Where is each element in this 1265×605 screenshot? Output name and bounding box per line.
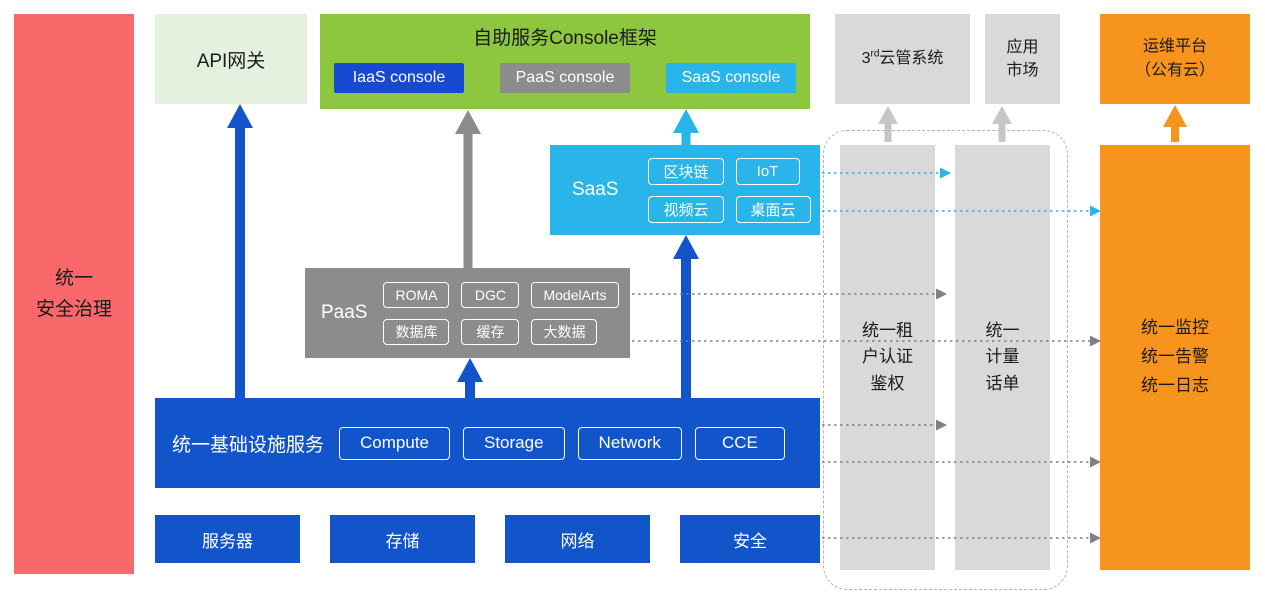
third-party-label-base: 3 <box>861 50 871 68</box>
console-framework-title: 自助服务Console框架 <box>473 28 657 49</box>
api-gateway-box: API网关 <box>155 14 307 104</box>
third-party-cloud-mgmt-box: 3rd云管系统 <box>835 14 970 104</box>
third-party-label-sup: rd <box>870 49 880 61</box>
saas-layer-box: SaaS 区块链 IoT 视频云 桌面云 <box>550 145 820 235</box>
paas-item-dgc: DGC <box>461 281 520 308</box>
monitoring-box: 统一监控 统一告警 统一日志 <box>1100 145 1250 570</box>
saas-console-badge: SaaS console <box>666 63 796 93</box>
iaas-item-cce: CCE <box>694 426 785 460</box>
paas-layer-box: PaaS ROMA DGC ModelArts 数据库 缓存 大数据 <box>305 268 630 358</box>
paas-item-modelarts: ModelArts <box>531 281 619 308</box>
iaas-badges: Compute Storage Network CCE <box>339 426 785 460</box>
third-party-cloud-mgmt-label: 3rd云管系统 <box>862 47 944 70</box>
saas-item-blockchain: 区块链 <box>648 157 724 185</box>
paas-console-badge: PaaS console <box>500 63 630 93</box>
app-market-box: 应用 市场 <box>985 14 1060 104</box>
paas-layer-label: PaaS <box>321 302 368 323</box>
paas-item-cache: 缓存 <box>461 318 520 345</box>
console-framework-box: 自助服务Console框架 IaaS console PaaS console … <box>320 14 810 109</box>
hardware-storage-box: 存储 <box>330 515 475 563</box>
paas-item-roma: ROMA <box>383 281 450 308</box>
hardware-security-box: 安全 <box>680 515 820 563</box>
third-party-label-rest: 云管系统 <box>879 50 944 68</box>
paas-badges: ROMA DGC ModelArts 数据库 缓存 大数据 <box>383 281 619 345</box>
tenant-auth-pillar: 统一租 户认证 鉴权 <box>840 145 935 570</box>
saas-layer-label: SaaS <box>572 179 619 200</box>
iaas-console-badge: IaaS console <box>334 63 464 93</box>
iaas-layer-label: 统一基础设施服务 <box>172 434 325 456</box>
om-platform-box: 运维平台 （公有云） <box>1100 14 1250 104</box>
iaas-item-storage: Storage <box>463 426 565 460</box>
saas-item-iot: IoT <box>735 157 800 185</box>
iaas-item-network: Network <box>577 426 682 460</box>
hardware-server-box: 服务器 <box>155 515 300 563</box>
pillars-dashed-frame <box>823 130 1068 590</box>
iaas-item-compute: Compute <box>339 426 450 460</box>
saas-badges: 区块链 IoT 视频云 桌面云 <box>648 157 811 223</box>
metering-pillar: 统一 计量 话单 <box>955 145 1050 570</box>
saas-item-video-cloud: 视频云 <box>648 195 724 223</box>
paas-item-database: 数据库 <box>383 318 450 345</box>
iaas-layer-box: 统一基础设施服务 Compute Storage Network CCE <box>155 398 820 488</box>
paas-item-bigdata: 大数据 <box>531 318 598 345</box>
console-badges: IaaS console PaaS console SaaS console <box>320 50 810 93</box>
saas-item-desktop-cloud: 桌面云 <box>735 195 811 223</box>
hardware-network-box: 网络 <box>505 515 650 563</box>
security-governance-bar: 统一 安全治理 <box>14 14 134 574</box>
